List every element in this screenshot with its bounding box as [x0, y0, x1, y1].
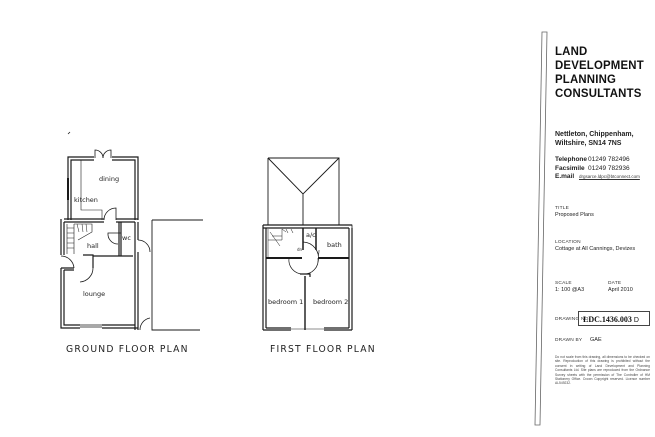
room-label-kitchen: kitchen: [74, 196, 98, 204]
disclaimer-text: Do not scale from this drawing, all dime…: [555, 355, 650, 386]
location-label: LOCATION: [555, 240, 581, 245]
drawing-no-label: DRAWING NO.: [555, 317, 591, 322]
revision-letter: D: [633, 317, 639, 324]
drawing-number: LDC.1436.003: [583, 315, 632, 324]
room-label-wc: wc: [122, 234, 131, 242]
room-label-bedroom-1: bedroom 1: [268, 298, 304, 306]
floor-plan-drawing: [60, 131, 353, 331]
room-label-lounge: lounge: [83, 290, 106, 298]
room-label-bath: bath: [327, 241, 342, 249]
drawn-by-label: DRAWN BY: [555, 338, 583, 343]
firm-address: Nettleton, Chippenham, Wiltshire, SN14 7…: [555, 131, 634, 147]
telephone-value: 01249 782496: [588, 156, 630, 163]
room-label-bedroom-2: bedroom 2: [313, 298, 349, 306]
location-value: Cottage at All Cannings, Devizes: [555, 246, 636, 252]
title-value: Proposed Plans: [555, 212, 594, 218]
title-label: TITLE: [555, 206, 570, 211]
room-label-dining: dining: [99, 175, 120, 183]
email-link[interactable]: drgsarce.ldpc@btconnect.com: [579, 174, 640, 179]
room-label-hall: hall: [87, 242, 99, 250]
facsimile-value: 01249 782936: [588, 164, 630, 172]
room-label-ac: a/c: [306, 231, 316, 239]
drawn-by-value: GAE: [590, 337, 602, 343]
date-label: DATE: [608, 281, 622, 286]
ground-floor-plan-title: GROUND FLOOR PLAN: [66, 344, 189, 355]
drawing-number-box: LDC.1436.003 D: [578, 311, 650, 326]
title-block: LAND DEVELOPMENT PLANNING CONSULTANTS Ne…: [548, 0, 655, 437]
first-floor-plan-title: FIRST FLOOR PLAN: [270, 344, 376, 355]
floor-plans-area: dining kitchen hall wc lounge a/c bath b…: [60, 131, 376, 355]
scale-label: SCALE: [555, 281, 572, 286]
scale-value: 1: 100 @A3: [555, 287, 585, 293]
stair-down-label: dn: [297, 247, 303, 252]
date-value: April 2010: [608, 287, 633, 293]
firm-name: LAND DEVELOPMENT PLANNING CONSULTANTS: [555, 44, 644, 100]
